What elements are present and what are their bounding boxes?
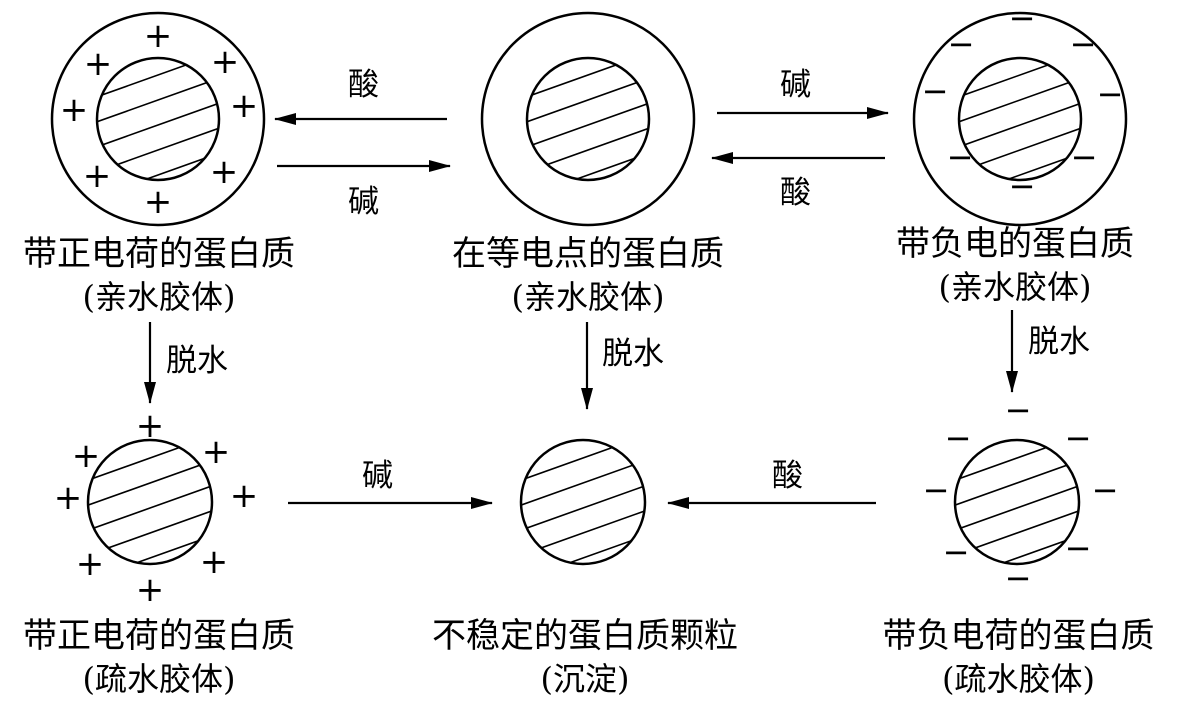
negative-charge: − [922,72,949,110]
negative-charge: − [1065,529,1092,567]
caption-unstable-sub: (沉淀) [540,660,630,698]
negative-charge: − [923,471,950,509]
negative-charge: − [947,138,974,176]
positive-charge: + [76,544,105,584]
positive-charge: + [210,152,239,192]
positive-charge: + [83,156,112,196]
condition-base-label: 碱 [362,458,393,494]
negative-charge: − [945,419,972,457]
caption-positive-hydrophobic-sub: (疏水胶体) [82,660,236,698]
negative-charge: − [1092,471,1119,509]
positive-charge: + [54,478,83,518]
positive-charge: + [136,406,165,446]
negative-charge: − [1097,75,1124,113]
condition-base-label: 碱 [348,184,379,220]
hydration-shell [50,11,266,227]
condition-dehydrate-label: 脱水 [602,336,664,372]
negative-charge: − [1009,0,1036,37]
hydration-shell [480,11,696,227]
positive-charge: + [136,570,165,610]
caption-unstable: 不稳定的蛋白质颗粒 [432,616,738,656]
caption-positive-hydrophilic-sub: (亲水胶体) [82,278,236,316]
caption-negative-hydrophobic: 带负电荷的蛋白质 [882,616,1155,656]
particle-isoelectric [480,11,696,227]
negative-charges: −−−−−−−− [922,0,1124,205]
positive-charge: + [60,90,89,130]
negative-charges: −−−−−−−− [923,391,1119,597]
caption-isoelectric-sub: (亲水胶体) [511,278,665,316]
caption-negative-hydrophilic-sub: (亲水胶体) [938,268,1092,306]
positive-charge: + [202,432,231,472]
positive-charge: + [144,16,173,56]
negative-charge: − [1070,25,1097,63]
caption-isoelectric: 在等电点的蛋白质 [452,234,724,274]
positive-charge: + [230,476,259,516]
positive-charge: + [144,182,173,222]
negative-charge: − [948,25,975,63]
positive-charge: + [200,542,229,582]
particle-positive-hydrophilic [50,11,266,227]
caption-negative-hydrophilic: 带负电的蛋白质 [896,224,1134,264]
negative-charge: − [943,533,970,571]
negative-charge: − [1005,559,1032,597]
positive-charges: ++++++++ [60,16,259,222]
negative-charge: − [1005,391,1032,429]
protein-core [525,56,651,182]
positive-charge: + [72,436,101,476]
condition-dehydrate-label: 脱水 [166,343,228,379]
condition-acid-label: 酸 [348,67,379,103]
caption-negative-hydrophobic-sub: (疏水胶体) [942,660,1095,698]
hydration-shell [912,11,1128,227]
condition-dehydrate-label: 脱水 [1028,324,1090,360]
caption-positive-hydrophobic: 带正电荷的蛋白质 [23,616,295,656]
negative-charge: − [1009,167,1036,205]
particle-unstable [519,438,647,566]
negative-charge: − [1071,138,1098,176]
condition-base-label: 碱 [780,67,811,103]
negative-charge: − [1065,419,1092,457]
positive-charges: ++++++++ [54,406,259,610]
positive-charge: + [211,42,240,82]
caption-positive-hydrophilic: 带正电荷的蛋白质 [23,234,295,274]
condition-acid-label: 酸 [780,175,811,211]
positive-charge: + [84,44,113,84]
positive-charge: + [230,86,259,126]
condition-acid-label: 酸 [772,458,803,494]
